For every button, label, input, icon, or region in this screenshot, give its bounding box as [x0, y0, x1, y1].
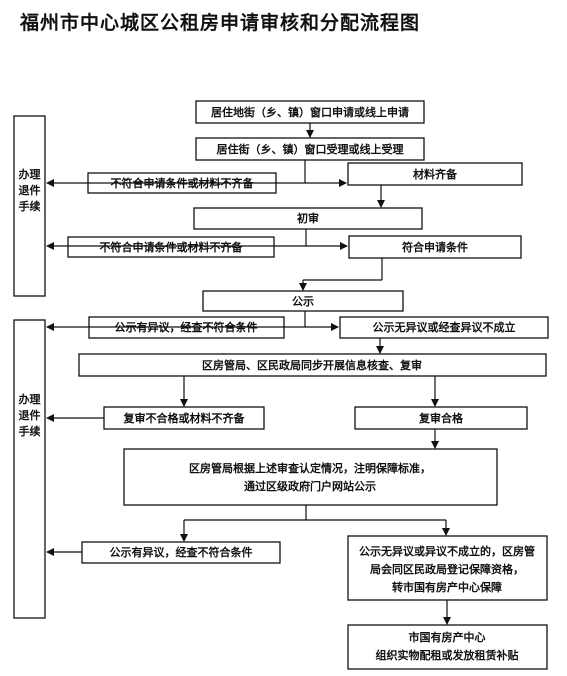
text-complete: 材料齐备	[413, 167, 458, 181]
box-district-notice	[123, 448, 498, 506]
text-final-1: 市国有房产中心	[409, 630, 486, 644]
box-final	[347, 624, 548, 670]
text-objection2: 公示有异议，经查不符合条件	[110, 545, 253, 559]
side-label-top-2: 退件	[19, 183, 41, 197]
text-register-2: 局会同区民政局登记保障资格，	[369, 562, 524, 576]
side-label-top-1: 办理	[19, 167, 41, 181]
box-publicity	[202, 290, 404, 312]
side-label-bottom-1: 办理	[19, 392, 41, 406]
side-label-bottom-2: 退件	[19, 408, 41, 422]
text-apply: 居住地街（乡、镇）窗口申请或线上申请	[211, 105, 409, 119]
text-register-1: 公示无异议或异议不成立的，区房管	[359, 544, 535, 558]
page-title: 福州市中心城区公租房申请审核和分配流程图	[20, 12, 421, 34]
box-recheck-pass	[354, 406, 528, 430]
side-column-top: 办理 退件 手续	[13, 115, 46, 297]
text-district-notice-2: 通过区级政府门户网站公示	[244, 479, 376, 493]
side-label-bottom-3: 手续	[19, 424, 41, 438]
text-recheck-pass: 复审合格	[418, 411, 464, 425]
text-first-review: 初审	[297, 211, 319, 225]
box-eligible	[348, 235, 522, 259]
text-joint-check: 区房管局、区民政局同步开展信息核查、复审	[202, 358, 422, 372]
text-final-2: 组织实物配租或发放租赁补贴	[376, 648, 519, 662]
text-publicity: 公示	[292, 295, 314, 308]
text-reject2: 不符合申请条件或材料不齐备	[100, 240, 244, 254]
text-accept: 居住街（乡、镇）窗口受理或线上受理	[217, 142, 404, 156]
box-accept	[195, 137, 425, 161]
text-recheck-fail: 复审不合格或材料不齐备	[123, 411, 246, 425]
box-joint-check	[78, 353, 547, 377]
box-first-review	[193, 207, 423, 230]
box-reject2	[67, 236, 275, 258]
box-no-objection1	[339, 316, 549, 339]
side-label-top-3: 手续	[19, 199, 41, 213]
text-district-notice-1: 区房管局根据上述审查认定情况，注明保障标准，	[189, 461, 431, 475]
box-complete	[347, 162, 523, 186]
text-no-objection1: 公示无异议或经查异议不成立	[373, 320, 516, 334]
text-eligible: 符合申请条件	[402, 240, 468, 254]
text-register-3: 转市国有房产中心保障	[392, 580, 502, 594]
side-column-bottom: 办理 退件 手续	[13, 319, 46, 619]
box-register	[347, 535, 548, 601]
